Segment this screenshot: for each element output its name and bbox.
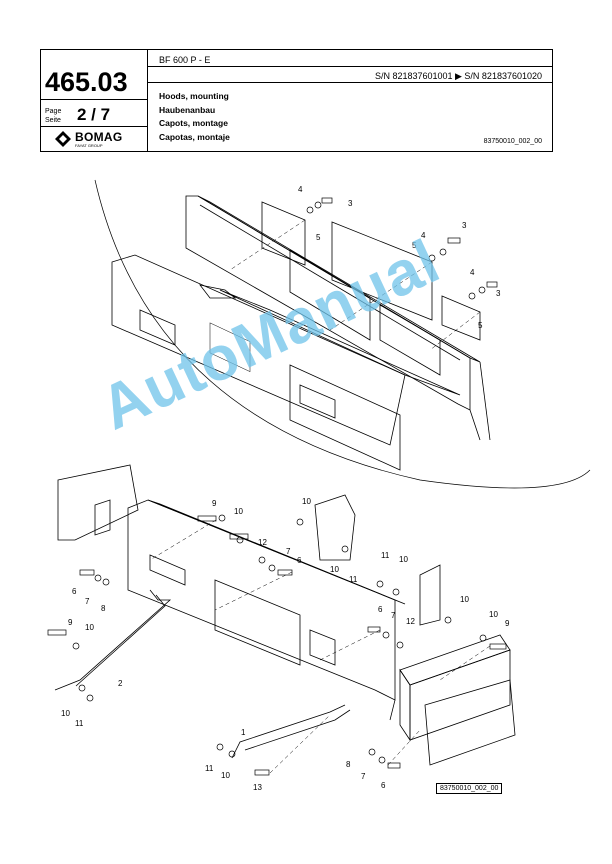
callout-number: 6 bbox=[297, 556, 302, 565]
lower-side-brackets bbox=[57, 464, 441, 626]
callout-number: 10 bbox=[330, 565, 339, 574]
callout-number: 13 bbox=[253, 783, 262, 792]
upper-cover-plates bbox=[261, 201, 481, 341]
title-es: Capotas, montaje bbox=[159, 131, 230, 142]
callout-number: 11 bbox=[205, 764, 214, 773]
callout-number: 3 bbox=[348, 199, 353, 208]
drawing-reference: 83750010_002_00 bbox=[436, 783, 503, 794]
bomag-diamond-icon bbox=[55, 131, 71, 147]
part-number: 465.03 bbox=[45, 67, 128, 97]
upper-hardware bbox=[306, 197, 498, 300]
logo-tagline: FAYAT GROUP bbox=[75, 143, 103, 148]
upper-frame-panel bbox=[185, 195, 491, 441]
callout-number: 6 bbox=[381, 781, 386, 790]
callout-number: 11 bbox=[381, 551, 390, 560]
rule-line bbox=[147, 82, 552, 83]
callout-number: 5 bbox=[316, 233, 321, 242]
callout-number: 4 bbox=[298, 185, 303, 194]
title-block-divider bbox=[147, 50, 148, 151]
callout-number: 8 bbox=[346, 760, 351, 769]
detail-circle-arc bbox=[94, 179, 591, 489]
rule-line bbox=[147, 66, 552, 67]
page-label: Page Seite bbox=[45, 107, 61, 125]
title-en: Hoods, mounting bbox=[159, 91, 229, 101]
callout-number: 12 bbox=[406, 617, 415, 626]
callout-number: 10 bbox=[85, 623, 94, 632]
callout-number: 10 bbox=[489, 610, 498, 619]
callout-number: 10 bbox=[234, 507, 243, 516]
callout-number: 5 bbox=[412, 241, 417, 250]
callout-number: 7 bbox=[361, 772, 366, 781]
callout-number: 8 bbox=[101, 604, 106, 613]
title-list: Hoods, mounting Haubenanbau Capots, mont… bbox=[159, 90, 230, 144]
callout-number: 4 bbox=[470, 268, 475, 277]
callout-number: 10 bbox=[399, 555, 408, 564]
model-name: BF 600 P - E bbox=[159, 55, 211, 65]
callout-number: 3 bbox=[496, 289, 501, 298]
callout-number: 10 bbox=[61, 709, 70, 718]
callout-number: 10 bbox=[302, 497, 311, 506]
callout-number: 12 bbox=[258, 538, 267, 547]
bomag-logo: BOMAG FAYAT GROUP bbox=[55, 130, 141, 150]
callout-number: 3 bbox=[462, 221, 467, 230]
callout-number: 2 bbox=[118, 679, 123, 688]
callouts-lower: 9101012761011678910211106712101091011111… bbox=[61, 497, 510, 792]
lower-weights bbox=[399, 634, 516, 766]
page-label-de: Seite bbox=[45, 117, 61, 124]
callout-number: 10 bbox=[460, 595, 469, 604]
callout-number: 7 bbox=[85, 597, 90, 606]
callout-number: 1 bbox=[241, 728, 246, 737]
upper-bottom-tray bbox=[111, 254, 461, 471]
rule-line bbox=[41, 126, 147, 127]
callout-number: 6 bbox=[378, 605, 383, 614]
callout-number: 11 bbox=[75, 719, 84, 728]
leader-lines bbox=[149, 219, 491, 774]
callout-number: 5 bbox=[478, 321, 483, 330]
callout-number: 9 bbox=[68, 618, 73, 627]
title-de: Haubenanbau bbox=[159, 104, 216, 115]
lower-hardware bbox=[47, 514, 507, 776]
callout-number: 11 bbox=[349, 575, 358, 584]
callout-number: 6 bbox=[72, 587, 77, 596]
lower-main-frame bbox=[127, 499, 406, 721]
callout-number: 7 bbox=[391, 611, 396, 620]
rule-line bbox=[41, 99, 147, 100]
callout-number: 9 bbox=[212, 499, 217, 508]
lower-struts bbox=[54, 589, 351, 759]
serial-range: S/N 821837601001 ▶ S/N 821837601020 bbox=[374, 71, 542, 81]
callout-number: 4 bbox=[421, 231, 426, 240]
page-number: 2 / 7 bbox=[77, 105, 111, 124]
callout-number: 10 bbox=[221, 771, 230, 780]
logo-wordmark: BOMAG bbox=[75, 130, 123, 144]
doc-reference: 83750010_002_00 bbox=[483, 138, 542, 145]
title-block: BF 600 P - E S/N 821837601001 ▶ S/N 8218… bbox=[40, 49, 553, 152]
title-fr: Capots, montage bbox=[159, 118, 228, 128]
callout-number: 7 bbox=[286, 547, 291, 556]
callout-number: 9 bbox=[505, 619, 510, 628]
page-label-en: Page bbox=[45, 108, 62, 115]
